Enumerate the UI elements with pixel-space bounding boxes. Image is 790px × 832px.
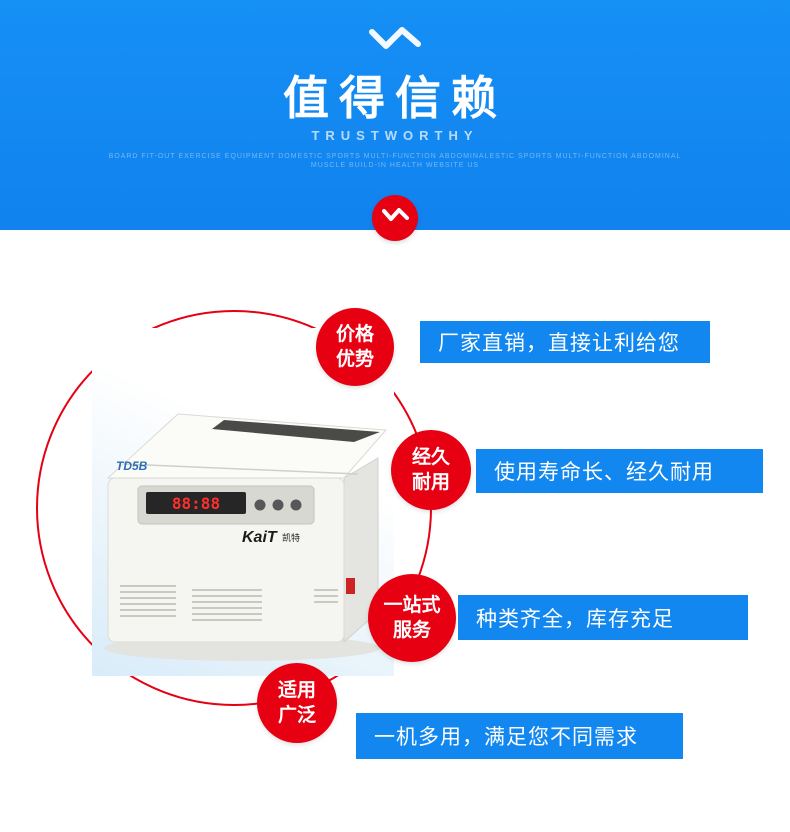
feature-badge-versatile: 适用 广泛 — [257, 663, 337, 743]
banner-fineprint-line2: MUSCLE BUILD-IN HEALTH WEBSITE US — [310, 162, 480, 169]
feature-text-durable: 使用寿命长、经久耐用 — [476, 449, 763, 493]
brand-suffix: 凯特 — [282, 532, 300, 543]
feature-badge-service: 一站式 服务 — [368, 574, 456, 662]
banner-fineprint: BOARD FIT-OUT EXERCISE EQUIPMENT DOMESTI… — [95, 152, 695, 170]
power-switch — [346, 578, 355, 594]
chevron-down-zigzag-icon — [381, 207, 409, 229]
feature-badge-durable: 经久 耐用 — [391, 430, 471, 510]
feature-badge-service-line1: 一站式 — [383, 595, 441, 616]
banner-title: 值得信赖 — [283, 72, 507, 124]
product-photo: TD5B 88:88 KaiT 凯特 — [92, 328, 394, 676]
hero-banner: 值得信赖 TRUSTWORTHY BOARD FIT-OUT EXERCISE … — [0, 0, 790, 230]
feature-text-price: 厂家直销，直接让利给您 — [420, 321, 710, 363]
feature-badge-versatile-line2: 广泛 — [277, 705, 316, 726]
vent-grille-left — [120, 585, 176, 617]
led-display: 88:88 — [172, 494, 220, 513]
feature-badge-durable-line2: 耐用 — [411, 472, 450, 493]
zigzag-arrow-icon — [0, 26, 790, 57]
feature-badge-durable-line1: 经久 — [411, 447, 450, 468]
banner-fineprint-line1: BOARD FIT-OUT EXERCISE EQUIPMENT DOMESTI… — [108, 153, 682, 160]
product-model-label: TD5B — [116, 459, 148, 473]
scroll-down-badge — [372, 195, 418, 241]
centrifuge-image: TD5B 88:88 KaiT 凯特 — [104, 413, 388, 661]
vent-grille-center — [192, 589, 262, 621]
banner-subtitle: TRUSTWORTHY — [311, 128, 479, 143]
feature-badge-price-line2: 优势 — [335, 349, 374, 370]
feature-badge-service-line2: 服务 — [392, 620, 431, 641]
feature-badge-versatile-line1: 适用 — [277, 680, 316, 701]
feature-text-service: 种类齐全，库存充足 — [458, 595, 748, 640]
brand-logo: KaiT — [242, 529, 278, 546]
feature-text-versatile: 一机多用，满足您不同需求 — [356, 713, 683, 759]
feature-badge-price-line1: 价格 — [335, 324, 374, 345]
feature-badge-price: 价格 优势 — [316, 308, 394, 386]
